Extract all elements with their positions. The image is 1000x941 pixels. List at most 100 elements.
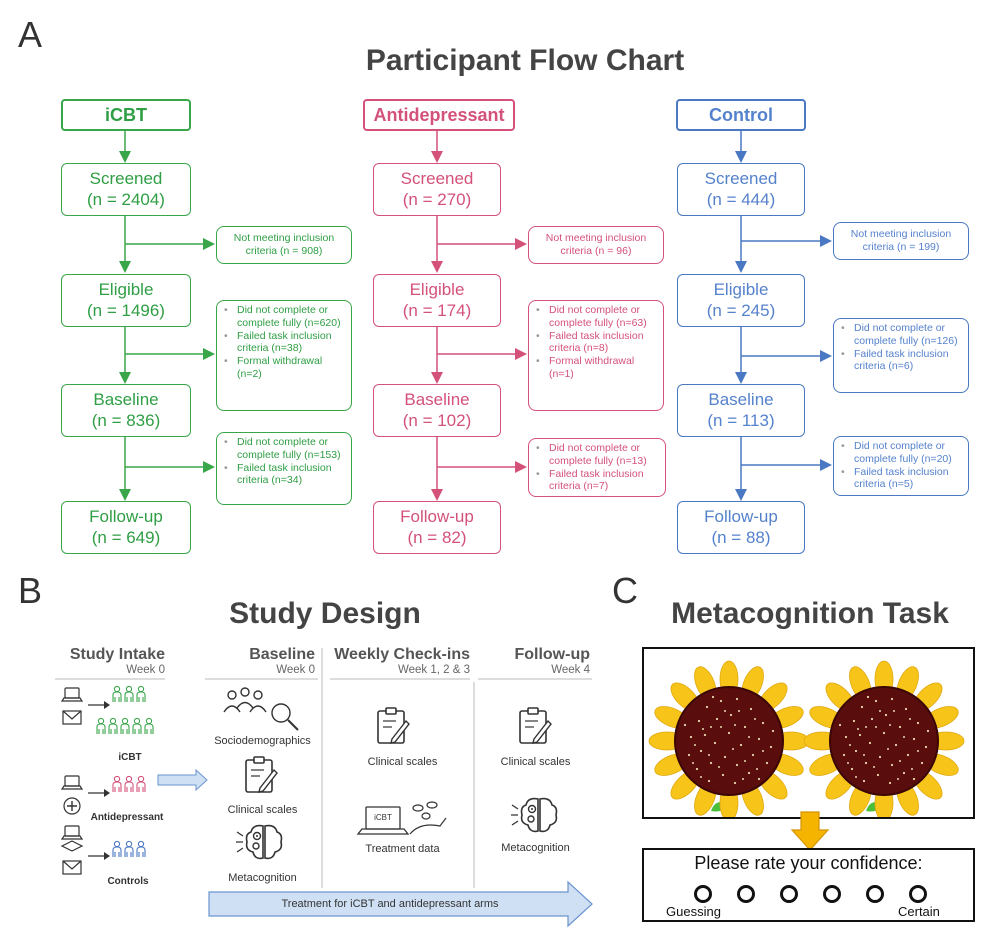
exclusion-item: Failed task inclusion criteria (n=5)	[841, 466, 962, 492]
scale-high-label: Certain	[898, 904, 940, 919]
clipboard-icon	[519, 707, 552, 744]
stage-count: (n = 444)	[706, 189, 776, 209]
column-weekly-checkins: Weekly Check-ins Week 1, 2 & 3	[325, 646, 470, 676]
column-heading: Weekly Check-ins	[334, 646, 470, 663]
control-baseline-box: Baseline (n = 113)	[677, 384, 805, 437]
stage-count: (n = 113)	[707, 410, 775, 430]
mail-icon	[62, 710, 82, 725]
stage-count: (n = 82)	[407, 527, 467, 547]
intake-arrow-icon	[157, 768, 208, 792]
antidepressant-exclusion-1: Not meeting inclusion criteria (n = 96)	[528, 226, 664, 264]
stage-count: (n = 1496)	[87, 300, 165, 320]
baseline-item-label: Sociodemographics	[214, 735, 311, 747]
icbt-exclusion-3: Did not complete or complete fully (n=15…	[216, 432, 352, 505]
stage-count: (n = 2404)	[87, 189, 165, 209]
panel-b-letter: B	[18, 570, 43, 611]
confidence-option-5[interactable]	[866, 885, 884, 903]
exclusion-item: Did not complete or complete fully (n=62…	[224, 304, 345, 330]
followup-item-label: Clinical scales	[500, 756, 571, 768]
confidence-option-2[interactable]	[737, 885, 755, 903]
stage-label: Screened	[89, 169, 163, 189]
stage-label: Screened	[704, 169, 778, 189]
pill-icon	[63, 797, 81, 815]
weekly-item-label: Treatment data	[365, 843, 440, 855]
stage-count: (n = 102)	[402, 410, 472, 430]
study-design-title: Study Design	[229, 597, 421, 630]
antidepressant-eligible-box: Eligible (n = 174)	[373, 274, 501, 327]
exclusion-item: Did not complete or complete fully (n=13…	[536, 442, 659, 468]
control-screened-box: Screened (n = 444)	[677, 163, 805, 216]
control-eligible-box: Eligible (n = 245)	[677, 274, 805, 327]
group-label-controls: Controls	[107, 876, 149, 887]
arm-header-icbt: iCBT	[61, 99, 191, 131]
confidence-option-6[interactable]	[909, 885, 927, 903]
antidepressant-group-icon	[112, 775, 146, 793]
column-week: Week 1, 2 & 3	[397, 664, 470, 676]
control-exclusion-2: Did not complete or complete fully (n=12…	[833, 318, 969, 393]
graduation-cap-icon	[60, 840, 84, 852]
baseline-item-label: Metacognition	[228, 872, 297, 884]
exclusion-item: Failed task inclusion criteria (n=34)	[224, 462, 345, 488]
exclusion-item: Did not complete or complete fully (n=20…	[841, 440, 962, 466]
pills-icon	[409, 801, 447, 835]
stage-count: (n = 270)	[402, 189, 472, 209]
column-week: Week 0	[276, 664, 315, 676]
flow-connectors	[119, 131, 832, 501]
stage-label: Eligible	[713, 280, 769, 300]
column-study-intake: Study Intake Week 0	[55, 646, 165, 676]
column-week: Week 4	[551, 664, 590, 676]
metacognition-task-title: Metacognition Task	[671, 597, 949, 630]
stage-count: (n = 245)	[706, 300, 776, 320]
exclusion-item: Failed task inclusion criteria (n=7)	[536, 468, 659, 494]
laptop-icon	[356, 806, 410, 835]
column-heading: Study Intake	[69, 646, 165, 663]
exclusion-item: Did not complete or complete fully (n=63…	[536, 304, 657, 330]
stage-label: Screened	[400, 169, 474, 189]
exclusion-item: Did not complete or complete fully (n=15…	[224, 436, 345, 462]
study-design-graphics	[55, 648, 593, 928]
stage-label: Follow-up	[89, 507, 163, 527]
stage-label: Follow-up	[400, 507, 474, 527]
panel-c-letter: C	[612, 570, 638, 611]
mail-icon	[62, 860, 82, 875]
confidence-option-4[interactable]	[823, 885, 841, 903]
stage-label: Baseline	[708, 390, 774, 410]
exclusion-item: Did not complete or complete fully (n=12…	[841, 322, 962, 348]
clipboard-icon	[377, 707, 410, 744]
laptop-icon	[61, 687, 83, 702]
followup-item-label: Metacognition	[501, 842, 570, 854]
column-heading: Baseline	[249, 646, 315, 663]
stage-count: (n = 174)	[402, 300, 472, 320]
antidepressant-exclusion-3: Did not complete or complete fully (n=13…	[528, 438, 666, 497]
clipboard-icon	[245, 756, 278, 793]
exclusion-item: Failed task inclusion criteria (n=8)	[536, 330, 657, 356]
icbt-followup-box: Follow-up (n = 649)	[61, 501, 191, 554]
icbt-exclusion-2: Did not complete or complete fully (n=62…	[216, 300, 352, 411]
exclusion-item: Failed task inclusion criteria (n=6)	[841, 348, 962, 374]
confidence-option-1[interactable]	[694, 885, 712, 903]
down-arrow-icon	[790, 811, 830, 851]
arm-header-antidepressant: Antidepressant	[363, 99, 515, 131]
control-exclusion-3: Did not complete or complete fully (n=20…	[833, 436, 969, 496]
stage-label: Eligible	[98, 280, 154, 300]
column-week: Week 0	[126, 664, 165, 676]
flow-chart-title: Participant Flow Chart	[365, 44, 685, 77]
exclusion-item: Failed task inclusion criteria (n=38)	[224, 330, 345, 356]
confidence-option-3[interactable]	[780, 885, 798, 903]
exclusion-item: Formal withdrawal (n=2)	[224, 355, 345, 381]
stage-label: Baseline	[404, 390, 470, 410]
stage-label: Follow-up	[704, 507, 778, 527]
icbt-screened-box: Screened (n = 2404)	[61, 163, 191, 216]
brain-icon	[510, 797, 558, 833]
icbt-exclusion-1: Not meeting inclusion criteria (n = 908)	[216, 226, 352, 264]
stage-label: Eligible	[409, 280, 465, 300]
confidence-rating-panel: Please rate your confidence: Guessing Ce…	[642, 848, 975, 922]
antidepressant-followup-box: Follow-up (n = 82)	[373, 501, 501, 554]
scale-low-label: Guessing	[666, 904, 721, 919]
column-heading: Follow-up	[514, 646, 590, 663]
laptop-icon	[61, 825, 83, 840]
group-label-antidepressant: Antidepressant	[90, 812, 164, 823]
stage-count: (n = 649)	[91, 527, 161, 547]
stage-count: (n = 88)	[711, 527, 771, 547]
column-follow-up: Follow-up Week 4	[478, 646, 590, 676]
